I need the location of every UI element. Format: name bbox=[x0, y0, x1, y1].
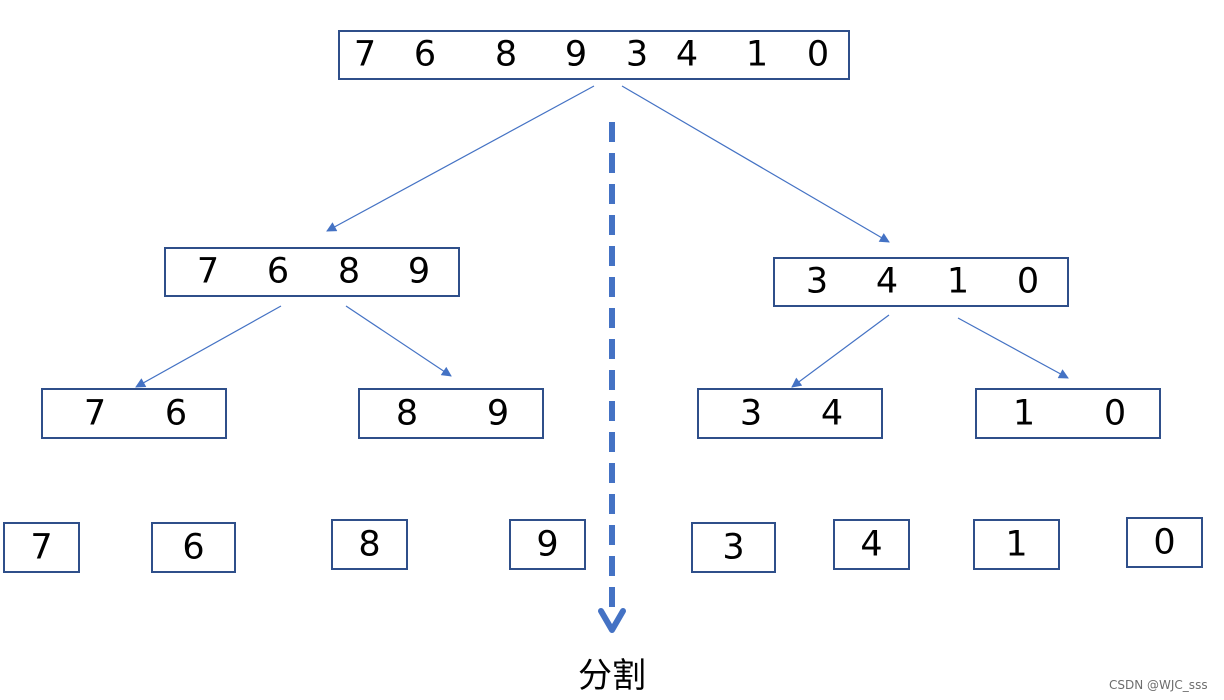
root-value: 0 bbox=[806, 34, 830, 75]
split-label: 分割 bbox=[578, 656, 646, 696]
level1-value: 6 bbox=[266, 251, 290, 292]
leaf-value: 6 bbox=[182, 527, 205, 567]
level1-value: 3 bbox=[805, 261, 829, 302]
arrow-left-to-group-89 bbox=[345, 305, 452, 377]
root-value: 7 bbox=[353, 34, 377, 75]
arrow-left-to-group-76 bbox=[135, 305, 282, 388]
level2-value: 1 bbox=[1012, 393, 1036, 433]
level1-right-box: 3 4 1 0 bbox=[773, 257, 1069, 307]
arrow-root-to-right bbox=[621, 85, 890, 243]
root-array-box: 7 6 8 9 3 4 1 0 bbox=[338, 30, 850, 80]
level1-value: 1 bbox=[946, 261, 970, 302]
leaf-value: 0 bbox=[1153, 522, 1176, 562]
root-value: 4 bbox=[675, 34, 699, 75]
level2-value: 9 bbox=[486, 393, 510, 433]
level1-value: 4 bbox=[875, 261, 899, 302]
leaf-value: 9 bbox=[536, 524, 559, 564]
leaf-box: 9 bbox=[509, 519, 586, 570]
leaf-value: 8 bbox=[358, 524, 381, 564]
level1-value: 0 bbox=[1016, 261, 1040, 302]
level1-value: 9 bbox=[407, 251, 431, 292]
arrow-right-to-group-34 bbox=[791, 314, 890, 388]
leaf-value: 1 bbox=[1005, 524, 1028, 564]
level2-box: 3 4 bbox=[697, 388, 883, 439]
leaf-value: 7 bbox=[30, 527, 53, 567]
leaf-value: 3 bbox=[722, 527, 745, 567]
leaf-value: 4 bbox=[860, 524, 883, 564]
level2-value: 7 bbox=[83, 393, 107, 433]
watermark: CSDN @WJC_sss bbox=[1109, 678, 1208, 692]
level2-value: 0 bbox=[1103, 393, 1127, 433]
leaf-box: 6 bbox=[151, 522, 236, 573]
level1-value: 7 bbox=[196, 251, 220, 292]
arrow-root-to-left bbox=[326, 85, 595, 232]
level1-left-box: 7 6 8 9 bbox=[164, 247, 460, 297]
root-value: 8 bbox=[494, 34, 518, 75]
level2-value: 6 bbox=[164, 393, 188, 433]
level2-box: 8 9 bbox=[358, 388, 544, 439]
split-divider-arrowhead bbox=[598, 608, 626, 633]
root-value: 6 bbox=[413, 34, 437, 75]
level2-value: 8 bbox=[395, 393, 419, 433]
leaf-box: 0 bbox=[1126, 517, 1203, 568]
leaf-box: 4 bbox=[833, 519, 910, 570]
root-value: 1 bbox=[745, 34, 769, 75]
leaf-box: 8 bbox=[331, 519, 408, 570]
leaf-box: 7 bbox=[3, 522, 80, 573]
level2-box: 7 6 bbox=[41, 388, 227, 439]
root-value: 9 bbox=[564, 34, 588, 75]
arrow-right-to-group-10 bbox=[957, 317, 1069, 379]
level2-value: 4 bbox=[820, 393, 844, 433]
level2-box: 1 0 bbox=[975, 388, 1161, 439]
leaf-box: 3 bbox=[691, 522, 776, 573]
root-value: 3 bbox=[625, 34, 649, 75]
level1-value: 8 bbox=[337, 251, 361, 292]
level2-value: 3 bbox=[739, 393, 763, 433]
leaf-box: 1 bbox=[973, 519, 1060, 570]
